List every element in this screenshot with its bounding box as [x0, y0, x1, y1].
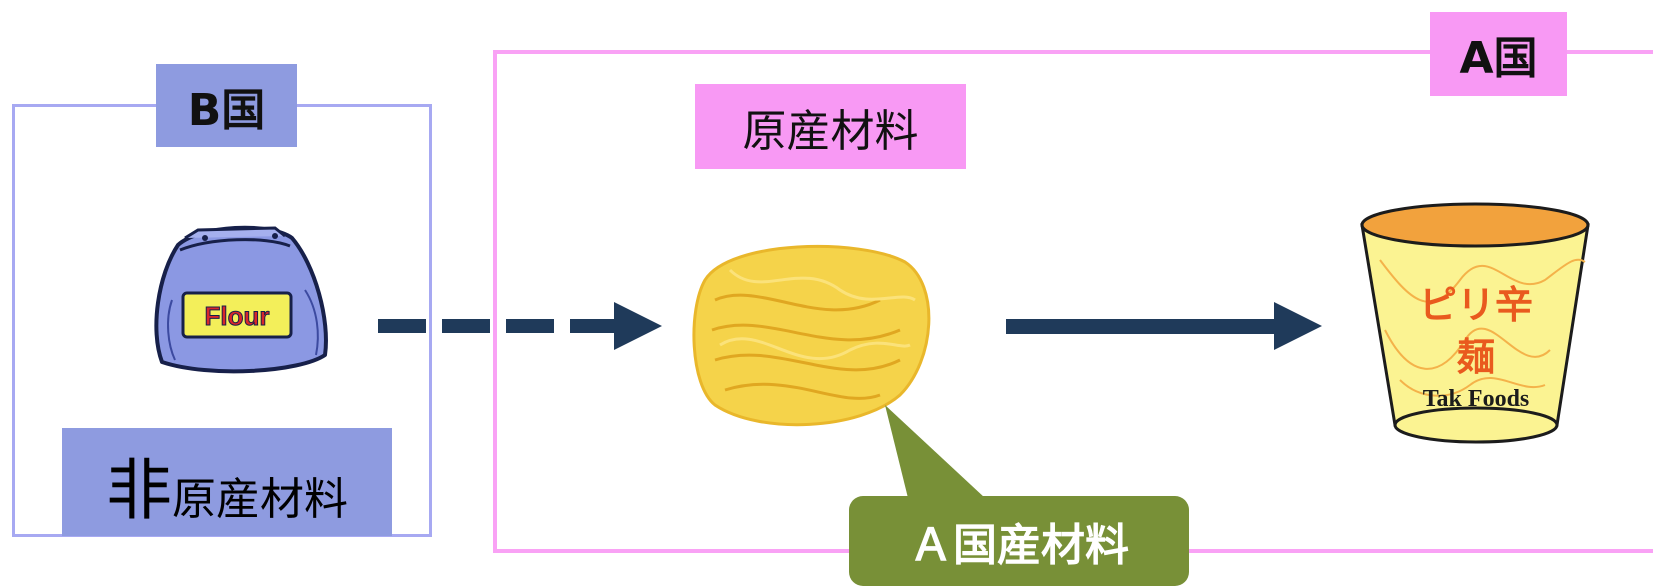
noodles-icon	[692, 244, 931, 427]
flour-bag-label: Flour	[205, 301, 270, 331]
origin-material-label: 原産材料	[695, 84, 966, 169]
solid-arrow	[1006, 302, 1322, 350]
callout-tail	[885, 405, 985, 498]
non-prefix: 非	[106, 452, 172, 529]
non-origin-text: 原産材料	[172, 473, 348, 525]
cup-brand: Tak Foods	[1423, 386, 1530, 412]
dashed-arrow	[378, 302, 662, 350]
country-a-label: A国	[1430, 12, 1567, 96]
flour-bag-icon: Flour	[154, 225, 328, 374]
cup-noodle-icon: ピリ辛 麺 Tak Foods	[1360, 202, 1590, 444]
country-b-label: B国	[156, 64, 297, 147]
non-origin-material-label: 非原産材料	[62, 428, 392, 536]
cup-line2: 麺	[1457, 335, 1495, 379]
cup-line1: ピリ辛	[1419, 283, 1533, 327]
a-origin-material-callout: Ａ国産材料	[849, 496, 1189, 586]
